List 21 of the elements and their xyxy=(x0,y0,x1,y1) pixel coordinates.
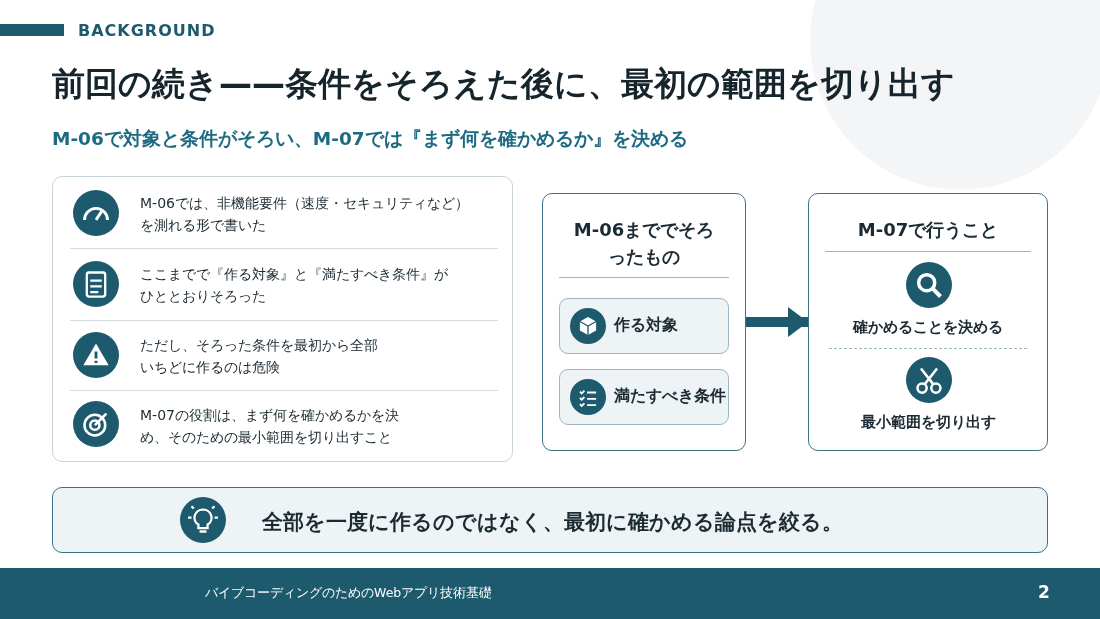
title: 前回の続き——条件をそろえた後に、最初の範囲を切り出す xyxy=(52,63,955,105)
panel-item-text: 確かめることを決める xyxy=(851,318,1004,337)
footer-text: バイブコーディングのためのWebアプリ技術基礎 xyxy=(205,585,493,602)
page-number: 2 xyxy=(1038,582,1050,602)
panel xyxy=(542,193,746,451)
arrow xyxy=(746,307,808,337)
panel-item-text: 最小範囲を切り出す xyxy=(859,413,997,432)
panel-heading: M-06まででそろったもの xyxy=(572,218,716,269)
message-text: 全部を一度に作るのではなく、最初に確かめる論点を絞る。 xyxy=(262,509,843,536)
item-card xyxy=(559,298,729,354)
section-label: BACKGROUND xyxy=(78,21,216,40)
panel xyxy=(808,193,1048,451)
panel-heading: M-07で行うこと xyxy=(856,218,1000,242)
item-text: 作る対象 xyxy=(614,315,678,336)
list-text: M-07の役割は、まず何を確かめるかを決め、そのための最小範囲を切り出すこと xyxy=(140,406,400,448)
subtitle: M-06で対象と条件がそろい、M-07では『まず何を確かめるか』を決める xyxy=(52,127,688,151)
list-text: M-06では、非機能要件（速度・セキュリティなど）を測れる形で書いた xyxy=(140,194,470,236)
item-text: 満たすべき条件 xyxy=(614,386,726,407)
list-text: ただし、そろった条件を最初から全部いちどに作るのは危険 xyxy=(140,336,379,378)
item-card xyxy=(559,369,729,425)
list-text: ここまでで『作る対象』と『満たすべき条件』がひととおりそろった xyxy=(140,265,449,307)
